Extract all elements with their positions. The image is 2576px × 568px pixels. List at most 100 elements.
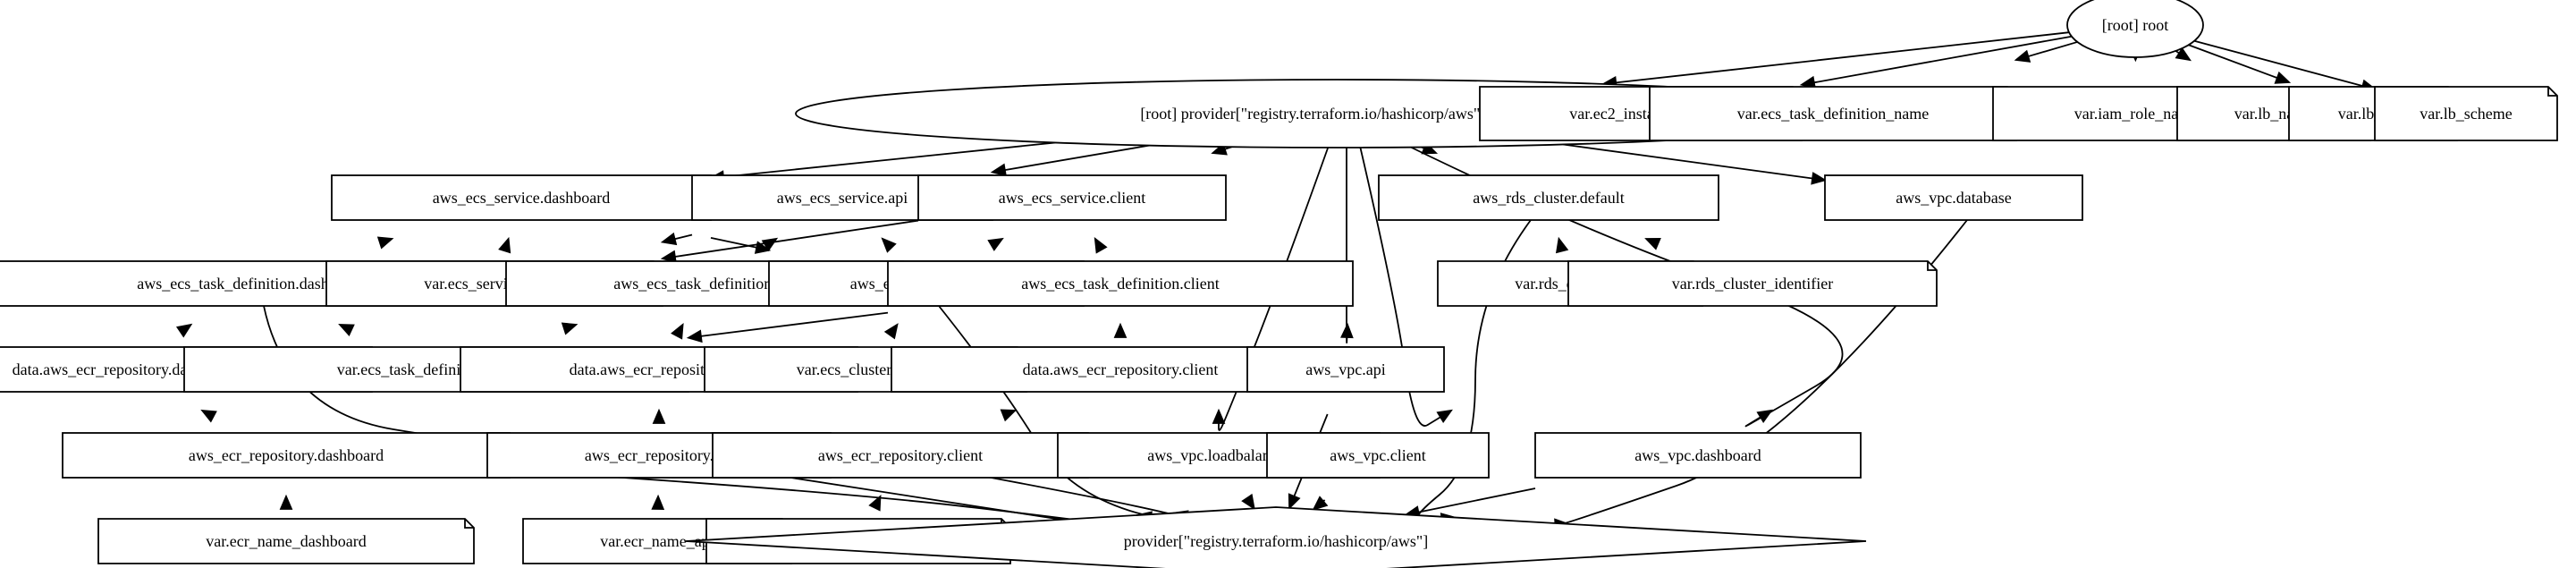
edge-root-to-provclose	[1600, 31, 2070, 89]
node-provider-registry-terraform-io-hashicorp-aws[interactable]: provider["registry.terraform.io/hashicor…	[685, 506, 1867, 568]
edge-dataecrapi-to-ecrapi	[652, 408, 666, 424]
arrowhead	[279, 494, 293, 510]
edge-line	[938, 305, 1214, 530]
node-aws-rds-cluster-default[interactable]: aws_rds_cluster.default	[1378, 174, 1719, 221]
node-label: aws_rds_cluster.default	[1473, 189, 1624, 207]
arrowhead	[651, 494, 665, 511]
arrowhead	[990, 163, 1007, 177]
note-shape	[2374, 86, 2558, 141]
edge-svcapi-to-ecssvcname	[660, 232, 693, 246]
node-label: aws_ecs_service.dashboard	[433, 189, 610, 207]
edge-provclose-to-svcapi	[990, 144, 1150, 177]
arrowhead	[498, 236, 511, 254]
edge-vpclb-to-provider	[1241, 493, 1255, 511]
node-label: aws_ecs_task_definition.dashboard	[137, 275, 365, 292]
arrowhead	[175, 323, 193, 338]
edge-ecrapi-to-ecrnameapi	[651, 494, 665, 511]
arrowhead	[1212, 408, 1226, 424]
node-label: var.rds_cluster_identifier	[1672, 275, 1833, 292]
note-fold-icon	[1927, 261, 1937, 271]
node-aws-ecs-task-definition-client[interactable]: aws_ecs_task_definition.client	[887, 260, 1354, 307]
edge-ecrdash-to-ecrnamedash	[279, 494, 293, 510]
node-aws-vpc-dashboard[interactable]: aws_vpc.dashboard	[1534, 432, 1862, 479]
node-label: aws_vpc.database	[1896, 189, 2011, 207]
node-label: aws_ecs_task_definition.client	[1021, 275, 1219, 292]
node-var-rds-cluster-identifier[interactable]: var.rds_cluster_identifier	[1567, 260, 1938, 307]
edge-tddash-to-tdfamily	[338, 324, 355, 336]
arrowhead	[1094, 237, 1108, 254]
node-label: data.aws_ecr_repository.client	[1023, 360, 1219, 378]
box-shape	[62, 432, 511, 479]
edge-root-to-ecstdname	[2014, 41, 2078, 63]
edge-tdclient-to-dataecrclient	[1113, 322, 1128, 338]
node-aws-vpc-database[interactable]: aws_vpc.database	[1824, 174, 2083, 221]
node-label: data.aws_ecr_repository.dashboard	[13, 360, 239, 378]
node-var-ecs-task-definition-name[interactable]: var.ecs_task_definition_name	[1649, 86, 2017, 141]
node-label: [root] root	[2102, 16, 2168, 34]
node-aws-ecs-service-dashboard[interactable]: aws_ecs_service.dashboard	[331, 174, 712, 221]
node-label: aws_vpc.client	[1330, 446, 1425, 464]
node-aws-ecr-repository-client[interactable]: aws_ecr_repository.client	[712, 432, 1089, 479]
arrowhead	[1340, 322, 1354, 339]
arrowhead	[883, 323, 899, 340]
arrowhead	[561, 322, 579, 335]
arrowhead	[376, 236, 394, 250]
arrowhead	[1644, 237, 1661, 250]
box-shape	[1824, 174, 2083, 221]
node-aws-ecr-repository-dashboard[interactable]: aws_ecr_repository.dashboard	[62, 432, 511, 479]
edge-ecrclient-to-ecrnameclient	[868, 494, 882, 512]
edge-svcclient-to-tdclient	[1094, 237, 1108, 254]
node-label: aws_ecs_service.api	[777, 189, 908, 207]
edge-rds-to-rdsdb	[1555, 236, 1569, 254]
node-label: aws_vpc.loadbalancer	[1147, 446, 1289, 464]
edge-line	[1563, 143, 1813, 180]
node-label: aws_vpc.dashboard	[1634, 446, 1761, 464]
arrowhead	[1288, 493, 1301, 510]
arrowhead	[1555, 236, 1569, 254]
edge-tdapi-to-tdfamily	[561, 322, 579, 335]
edge-line	[2193, 39, 2363, 87]
edge-line	[1813, 35, 2073, 84]
arrowhead	[1436, 409, 1453, 424]
note-shape	[1567, 260, 1938, 307]
node-label: var.iam_role_name	[2074, 105, 2198, 123]
diamond-shape	[685, 506, 1867, 568]
ellipse-shape	[2066, 0, 2204, 58]
node-label: aws_vpc.api	[1305, 360, 1385, 378]
edge-svcclient-to-ecssvcname	[660, 219, 919, 264]
arrowhead	[987, 237, 1004, 251]
edge-vpcclient-to-provider	[1312, 496, 1329, 511]
node-label: aws_ecr_repository.client	[818, 446, 983, 464]
node-aws-vpc-api[interactable]: aws_vpc.api	[1246, 346, 1445, 393]
node-aws-vpc-client[interactable]: aws_vpc.client	[1266, 432, 1490, 479]
arrowhead	[338, 324, 355, 336]
edge-line	[674, 233, 693, 241]
node-label: [root] provider["registry.terraform.io/h…	[1140, 105, 1533, 123]
node-root-root[interactable]: [root] root	[2066, 0, 2204, 58]
edge-tdclient-to-tdfamily	[686, 311, 889, 343]
edge-line	[1616, 31, 2070, 84]
arrowhead	[1000, 409, 1018, 422]
node-aws-ecs-service-client[interactable]: aws_ecs_service.client	[917, 174, 1227, 221]
edge-cluster-to-clustername	[883, 323, 899, 340]
node-var-ecr-name-dashboard[interactable]: var.ecr_name_dashboard	[97, 518, 475, 564]
edge-svcapi-to-cluster	[881, 237, 897, 253]
arrowhead	[660, 232, 678, 246]
node-label: var.ecr_name_dashboard	[206, 532, 366, 550]
edge-svcclient-to-cluster	[987, 237, 1004, 251]
edge-svcdash-to-ecssvcname	[498, 236, 511, 254]
arrowhead	[1113, 322, 1128, 338]
edge-line	[722, 141, 1056, 178]
node-var-lb-scheme[interactable]: var.lb_scheme	[2374, 86, 2558, 141]
arrowhead	[1312, 496, 1329, 511]
box-shape	[1246, 346, 1445, 393]
edge-vpcdash-to-provider	[1404, 487, 1536, 519]
edge-line	[2188, 44, 2278, 79]
node-label: var.ecr_name_api	[600, 532, 714, 550]
node-label: provider["registry.terraform.io/hashicor…	[1124, 532, 1428, 550]
box-shape	[331, 174, 712, 221]
node-label: aws_ecr_repository.dashboard	[189, 446, 384, 464]
edge-line	[674, 219, 919, 258]
